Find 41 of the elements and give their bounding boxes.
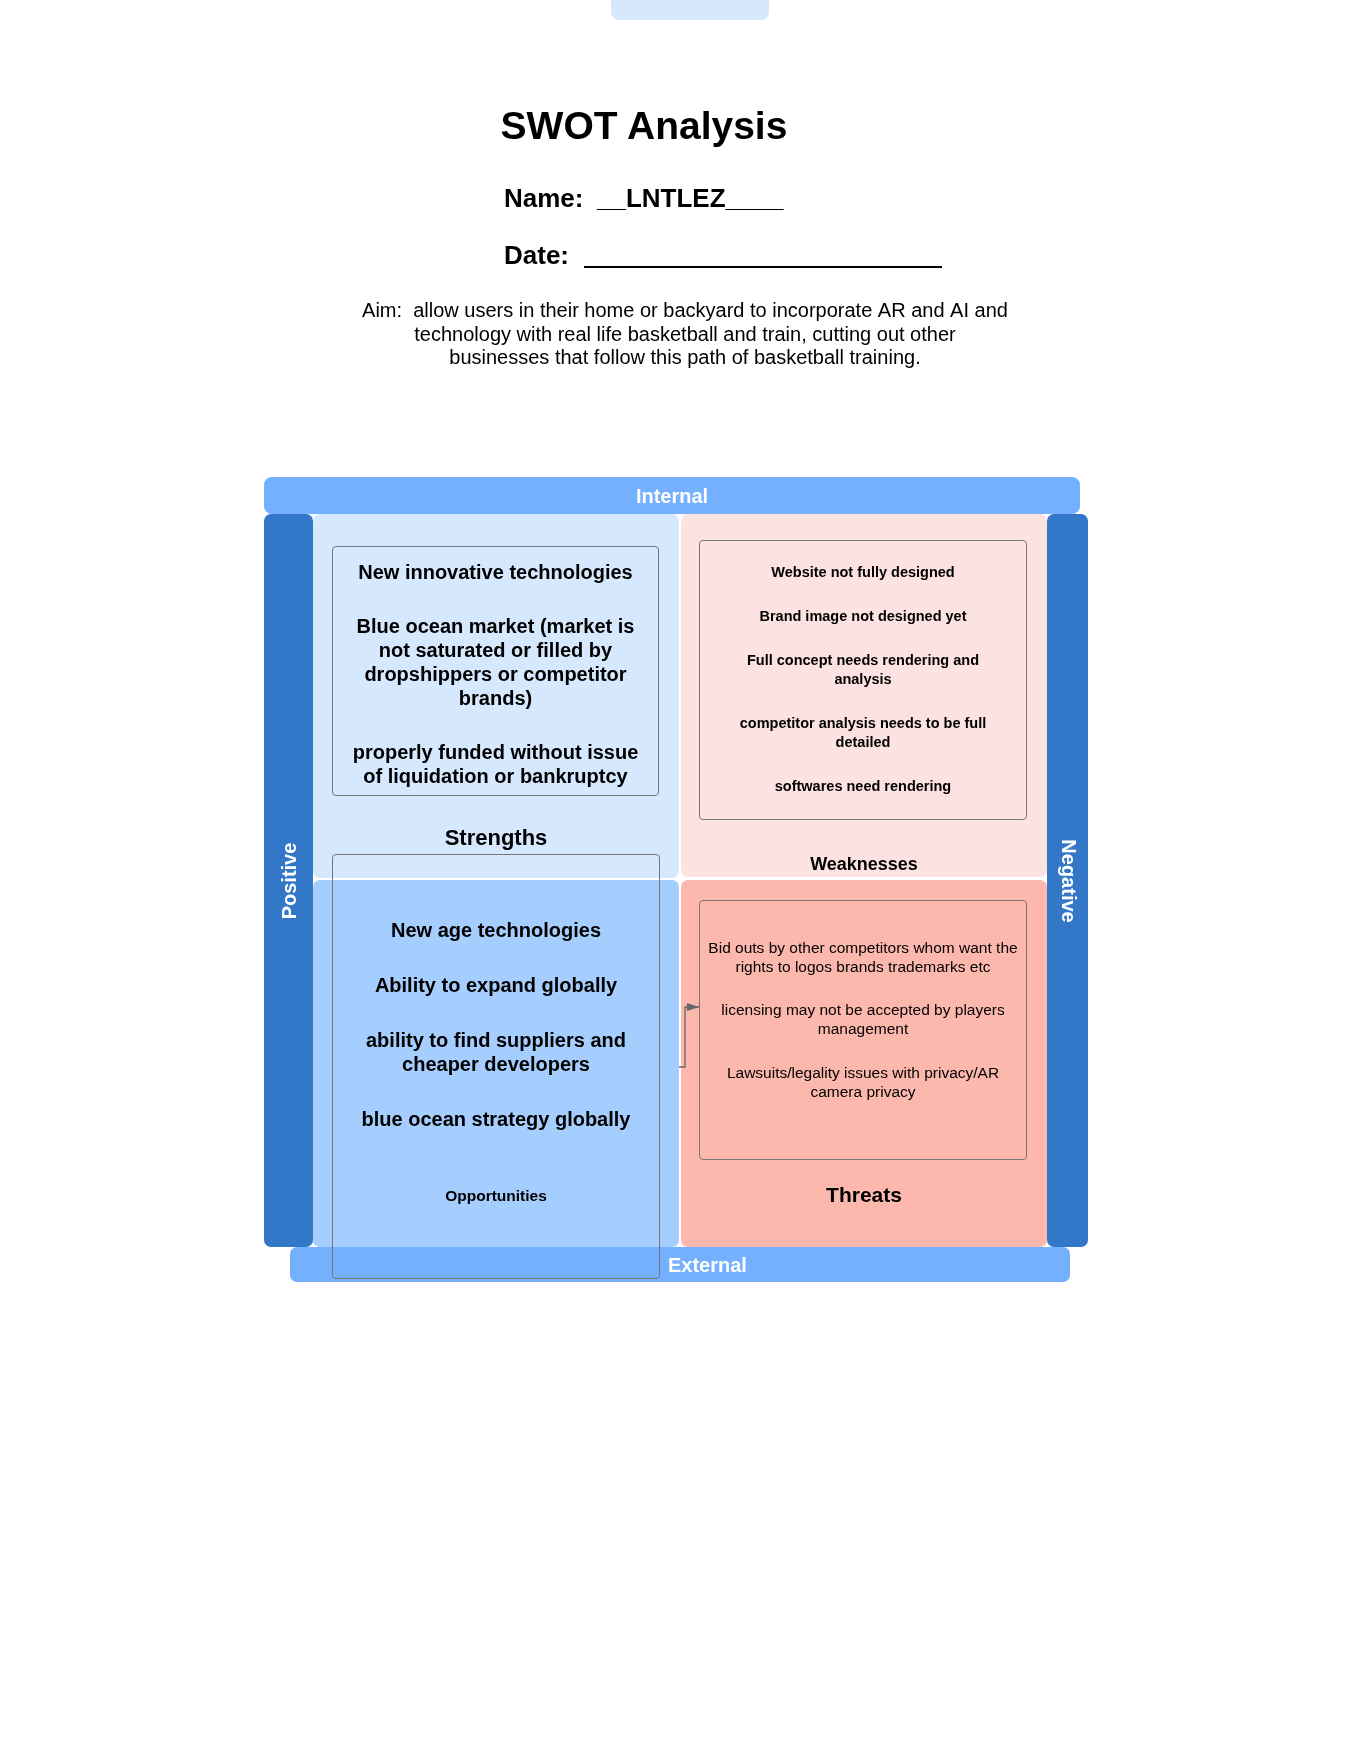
- quadrant-heading: Opportunities: [444, 1186, 548, 1205]
- quadrant-panel: [313, 880, 679, 1247]
- list-panel: [699, 540, 1027, 820]
- quadrant-panel: [313, 514, 679, 878]
- quadrant-heading: Threats: [826, 1182, 902, 1208]
- list-item: Bid outs by other competitors whom want the rights to logos brands trademarks etc: [708, 939, 1018, 977]
- title: SWOT Analysis: [499, 103, 789, 148]
- list-item: properly funded without issue of liquidation or bankruptcy: [351, 740, 640, 788]
- list-item: softwares need rendering: [773, 777, 953, 796]
- list-item: Full concept needs rendering and analysis: [745, 651, 980, 689]
- quadrant-heading: Strengths: [444, 825, 548, 851]
- quadrant-panel: [681, 880, 1047, 1247]
- field-label: Date:: [504, 240, 569, 270]
- list-item: New age technologies: [389, 918, 603, 942]
- band-label: Positive: [276, 842, 300, 919]
- band-label: Negative: [1056, 838, 1080, 923]
- list-item: Blue ocean market (market is not saturated or filled by dropshippers or competitor brands): [355, 614, 636, 710]
- list-item: Website not fully designed: [770, 563, 956, 582]
- list-item: Brand image not designed yet: [758, 607, 968, 626]
- header-band: [290, 1247, 1070, 1282]
- list-item: competitor analysis needs to be full detailed: [738, 714, 988, 752]
- side-band: [1047, 514, 1088, 1247]
- list-panel: [699, 900, 1027, 1160]
- list-item: blue ocean strategy globally: [360, 1107, 632, 1131]
- list-item: New innovative technologies: [357, 560, 634, 584]
- name-entry: __LNTLEZ____: [597, 183, 784, 213]
- list-item: Lawsuits/legality issues with privacy/AR camera privacy: [725, 1063, 1001, 1102]
- header-band: [264, 477, 1080, 514]
- list-item: Ability to expand globally: [373, 973, 619, 997]
- list-item: licensing may not be accepted by players management: [720, 1001, 1006, 1039]
- field-label: Name:: [504, 183, 584, 213]
- band-label: Internal: [635, 483, 709, 508]
- arrow: [678, 1003, 700, 1068]
- outline-frame: [332, 854, 660, 1279]
- quadrant-panel: [681, 514, 1047, 877]
- list-item: ability to find suppliers and cheaper developers: [365, 1028, 627, 1076]
- band-label: External: [668, 1252, 747, 1277]
- list-panel: [332, 546, 659, 796]
- quadrant-heading: Weaknesses: [810, 853, 918, 875]
- aim-text: Aim: allow users in their home or backyard to incorporate AR and AI and technology with real life basketball and train, cutting out other businesses that follow this path of basketball training.: [361, 299, 1009, 370]
- side-band: [264, 514, 313, 1247]
